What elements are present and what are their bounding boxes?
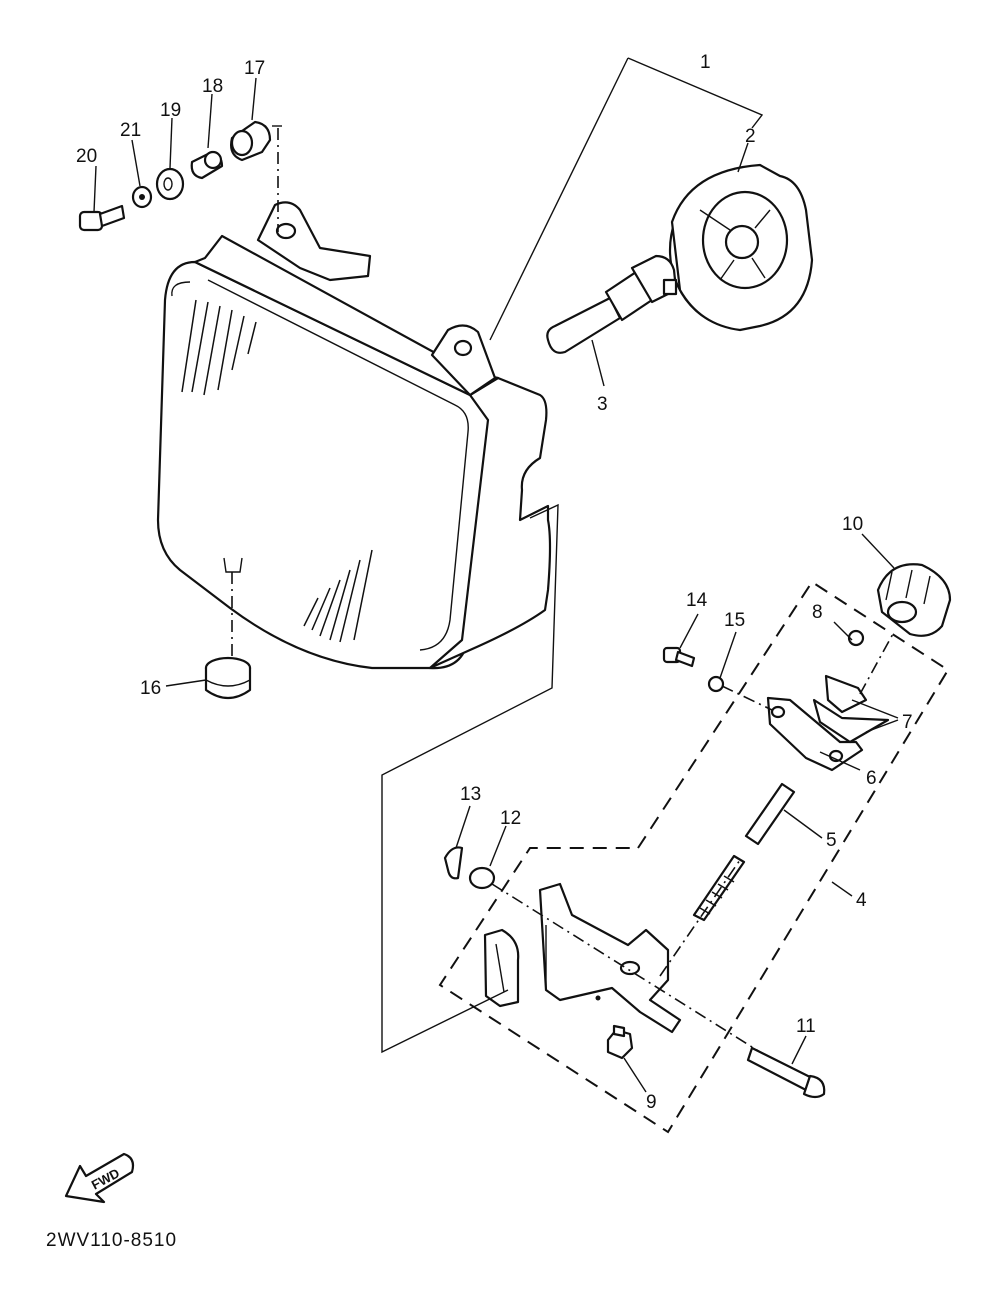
spring-clip — [443, 846, 464, 880]
nut-9 — [606, 1024, 634, 1060]
grommet-16 — [204, 656, 252, 700]
callout-3: 3 — [597, 394, 608, 415]
screw-8 — [847, 629, 865, 647]
threaded-rod — [692, 854, 746, 922]
fwd-arrow-icon: FWD — [64, 1152, 135, 1204]
grommet-17 — [230, 120, 272, 162]
callout-8: 8 — [812, 602, 823, 623]
callout-13: 13 — [460, 784, 481, 805]
headlight-unit — [156, 125, 552, 670]
adjuster-plate — [766, 696, 864, 772]
callout-5: 5 — [826, 830, 837, 851]
callout-15: 15 — [724, 610, 745, 631]
callout-10: 10 — [842, 514, 863, 535]
callout-1: 1 — [700, 52, 711, 73]
callout-9: 9 — [646, 1092, 657, 1113]
screw-20 — [78, 204, 126, 232]
callout-19: 19 — [160, 100, 181, 121]
socket-cover — [668, 163, 814, 332]
callout-21: 21 — [120, 120, 141, 141]
callout-20: 20 — [76, 146, 97, 167]
collar-18 — [190, 150, 224, 180]
diagram-code: 2WV110-8510 — [46, 1230, 177, 1251]
callout-labels: 1 2 3 4 5 6 7 8 9 10 11 12 13 14 15 16 1… — [76, 52, 913, 1113]
callout-11: 11 — [796, 1016, 816, 1037]
adjuster-bracket — [538, 882, 682, 1034]
bulb — [546, 254, 678, 354]
leader-lines — [93, 57, 899, 1093]
nut-12 — [468, 866, 496, 890]
clip-plate — [483, 928, 520, 1008]
callout-17: 17 — [244, 58, 265, 79]
washer-19 — [155, 167, 185, 201]
connection-lines — [381, 503, 895, 1054]
callout-14: 14 — [686, 590, 708, 611]
washer-21 — [131, 185, 153, 209]
bolt-14 — [662, 646, 696, 668]
callout-4: 4 — [856, 890, 867, 911]
adjuster-kit-boundary — [438, 580, 950, 1134]
bolt-11 — [746, 1046, 826, 1099]
callout-6: 6 — [866, 768, 877, 789]
adjuster-shaft — [744, 782, 796, 846]
callout-2: 2 — [745, 126, 756, 147]
callout-18: 18 — [202, 76, 223, 97]
adjuster-knob — [876, 563, 952, 637]
callout-16: 16 — [140, 678, 161, 699]
washer-15 — [707, 675, 725, 693]
callout-7: 7 — [902, 712, 913, 733]
callout-12: 12 — [500, 808, 521, 829]
